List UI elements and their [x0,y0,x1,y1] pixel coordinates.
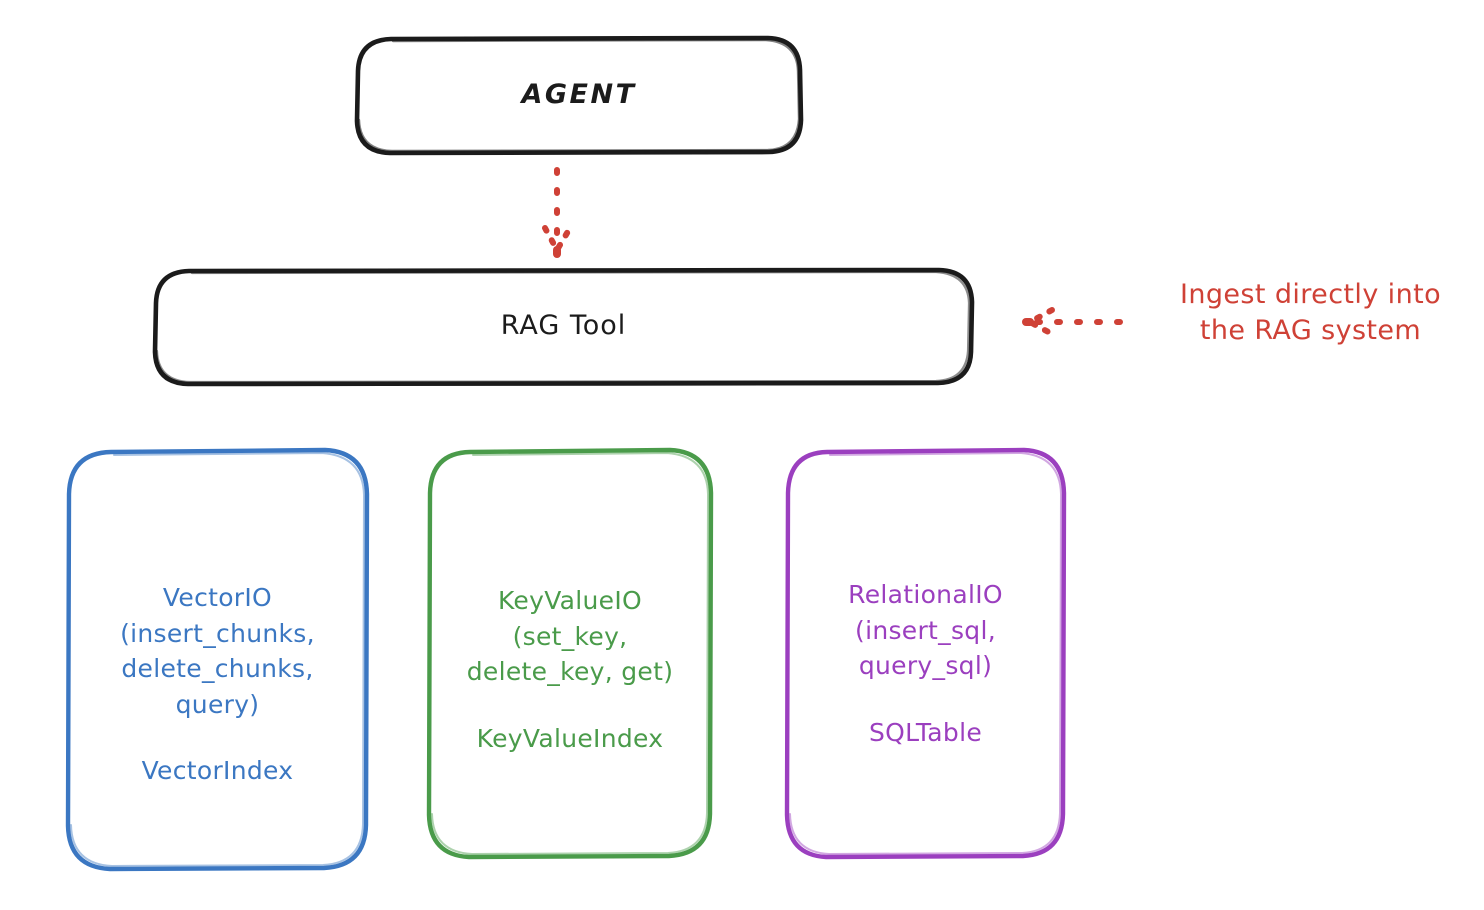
agent-box[interactable]: AGENT [357,38,801,153]
vectorio-box[interactable]: VectorIO (insert_chunks, delete_chunks, … [68,450,367,869]
agent-label: AGENT [521,79,637,111]
vectorio-content: VectorIO (insert_chunks, delete_chunks, … [120,580,315,785]
relationalio-box[interactable]: RelationalIO (insert_sql, query_sql) SQL… [787,450,1064,856]
rag-tool-box[interactable]: RAG Tool [155,270,972,383]
rag-tool-label: RAG Tool [500,310,627,342]
keyvalueio-content: KeyValueIO (set_key, delete_key, get) Ke… [467,583,674,753]
keyvalueio-label: KeyValueIO (set_key, delete_key, get) [466,586,674,687]
keyvalueio-index-label: KeyValueIndex [476,723,664,753]
relationalio-content: RelationalIO (insert_sql, query_sql) SQL… [848,577,1003,747]
relationalio-index-label: SQLTable [868,717,983,747]
relationalio-label: RelationalIO (insert_sql, query_sql) [848,580,1003,681]
vectorio-index-label: VectorIndex [141,756,294,785]
vectorio-label: VectorIO (insert_chunks, delete_chunks, … [120,583,315,719]
agent-to-rag-connector [542,167,573,258]
ingest-annotation-label: Ingest directly into the RAG system [1179,279,1442,346]
ingest-to-rag-connector [1022,307,1123,337]
keyvalueio-box[interactable]: KeyValueIO (set_key, delete_key, get) Ke… [429,450,711,856]
